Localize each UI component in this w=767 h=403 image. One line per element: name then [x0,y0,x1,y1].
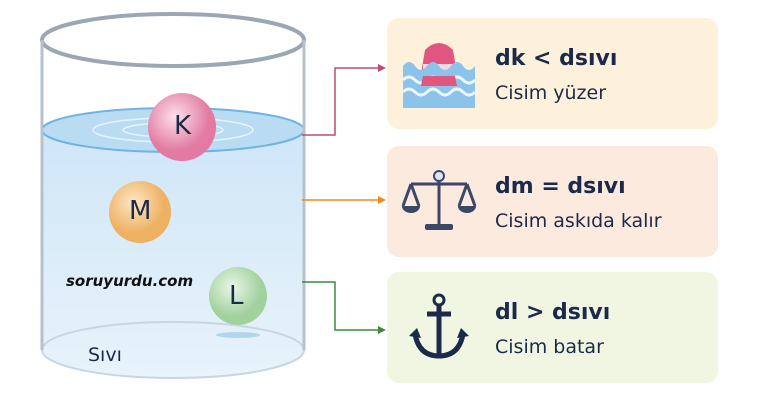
object-l [209,267,267,338]
result-m: Cisim askıda kalır [495,210,662,232]
card-suspended: dm = dsıvı Cisim askıda kalır [387,146,718,257]
card-sinks: dl > dsıvı Cisim batar [387,272,718,383]
object-k [148,93,216,161]
anchor-icon [409,293,469,359]
card-floats: dk < dsıvı Cisim yüzer [387,18,718,129]
formula-m: dm = dsıvı [495,174,626,199]
buoy-icon [401,43,477,108]
connector-k [302,64,386,136]
object-m-label: M [129,196,152,226]
formula-l: dl > dsıvı [495,300,611,325]
object-k-label: K [174,111,192,141]
cylinder [40,12,306,379]
result-k: Cisim yüzer [495,82,607,104]
watermark: soruyurdu.com [66,272,194,290]
connector-l [302,281,386,334]
object-m [109,181,171,243]
connector-m [302,196,386,204]
formula-k: dk < dsıvı [495,46,618,71]
object-l-label: L [229,281,244,311]
balance-scale-icon [401,170,477,230]
result-l: Cisim batar [495,336,604,358]
liquid-label: Sıvı [88,344,122,366]
